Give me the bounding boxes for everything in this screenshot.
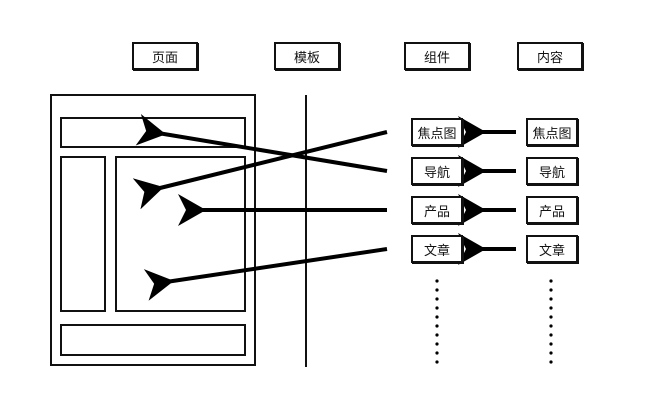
page-sidebar-block — [60, 156, 106, 312]
component-product: 产品 — [411, 196, 463, 224]
arrow-focus-to-main — [132, 130, 388, 210]
component-focus-image: 焦点图 — [411, 118, 463, 146]
header-page: 页面 — [132, 42, 198, 70]
header-content: 内容 — [517, 42, 583, 70]
dot — [549, 360, 553, 364]
dot — [549, 288, 553, 292]
dot — [435, 279, 439, 283]
dot — [435, 342, 439, 346]
content-more-dots — [549, 279, 553, 364]
component-article: 文章 — [411, 235, 463, 263]
component-navigation: 导航 — [411, 157, 463, 185]
dot — [549, 279, 553, 283]
page-frame — [50, 94, 256, 366]
dot — [435, 324, 439, 328]
arrow-nav-to-header — [135, 113, 388, 173]
dot — [549, 333, 553, 337]
dot — [549, 324, 553, 328]
dot — [549, 306, 553, 310]
dot — [435, 351, 439, 355]
dot — [435, 315, 439, 319]
page-main-block — [115, 156, 246, 312]
dot — [549, 342, 553, 346]
content-article: 文章 — [526, 235, 578, 263]
page-footer-block — [60, 324, 246, 356]
content-focus-image: 焦点图 — [526, 118, 578, 146]
component-more-dots — [435, 279, 439, 364]
dot — [435, 297, 439, 301]
header-component: 组件 — [404, 42, 470, 70]
dot — [435, 360, 439, 364]
dot — [435, 333, 439, 337]
dot — [549, 297, 553, 301]
dot — [435, 306, 439, 310]
dot — [435, 288, 439, 292]
arrow-article-to-main — [143, 247, 388, 301]
header-template: 模板 — [274, 42, 340, 70]
dot — [549, 315, 553, 319]
content-product: 产品 — [526, 196, 578, 224]
dot — [549, 351, 553, 355]
content-navigation: 导航 — [526, 157, 578, 185]
